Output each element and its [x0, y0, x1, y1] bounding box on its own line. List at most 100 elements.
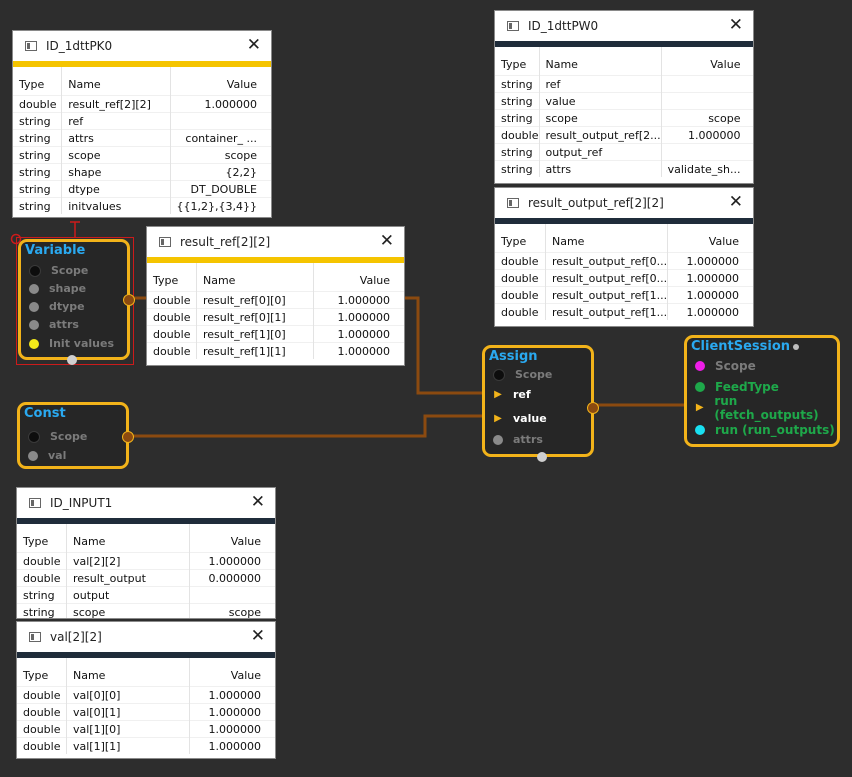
table-row[interactable]: doubleresult_ref[1][1]1.000000	[147, 343, 404, 360]
table-row[interactable]: stringoutput	[17, 587, 275, 604]
cell-name: result_output_ref[0...	[546, 253, 668, 270]
table-row[interactable]: doubleval[1][0]1.000000	[17, 721, 275, 738]
cell-value: 1.000000	[314, 292, 405, 309]
port-dot-icon	[29, 284, 39, 294]
cell-value: 1.000000	[661, 127, 754, 144]
port-ref[interactable]: ▶ref	[493, 388, 531, 402]
port-scope[interactable]: Scope	[29, 264, 88, 278]
table-row[interactable]: stringinitvalues{{1,2},{3,4}}	[13, 198, 271, 215]
table-row[interactable]: stringscopescope	[17, 604, 275, 620]
cell-type: string	[13, 130, 62, 147]
cell-name: val[0][1]	[67, 704, 190, 721]
port-value[interactable]: ▶value	[493, 412, 547, 426]
cell-value: 1.000000	[314, 309, 405, 326]
table-row[interactable]: doubleresult_output_ref[1...1.000000	[495, 304, 753, 321]
cell-value: 1.000000	[170, 96, 271, 113]
port-dot-icon	[29, 339, 39, 349]
table-row[interactable]: stringoutput_ref	[495, 144, 754, 161]
table-row[interactable]: stringshape{2,2}	[13, 164, 271, 181]
node-variable[interactable]: Variable Scope shape dtype attrs Init va…	[18, 239, 130, 360]
table-row[interactable]: doubleval[0][0]1.000000	[17, 687, 275, 704]
cell-name: attrs	[62, 130, 170, 147]
panel-title: result_output_ref[2][2]	[528, 196, 664, 210]
column-header-name: Name	[67, 524, 190, 553]
close-icon[interactable]: ✕	[729, 193, 743, 211]
table-row[interactable]: doubleresult_output_ref[1...1.000000	[495, 287, 753, 304]
close-icon[interactable]: ✕	[380, 232, 394, 250]
cell-type: string	[13, 147, 62, 164]
port-label: value	[513, 412, 547, 426]
cell-type: double	[17, 721, 67, 738]
cell-name: shape	[62, 164, 170, 181]
table-row[interactable]: doubleresult_ref[0][0]1.000000	[147, 292, 404, 309]
table-row[interactable]: doubleval[1][1]1.000000	[17, 738, 275, 755]
table-row[interactable]: stringref	[495, 76, 754, 93]
port-attrs[interactable]: attrs	[29, 318, 79, 332]
cell-value: {{1,2},{3,4}}	[170, 198, 271, 215]
table-row[interactable]: doubleresult_output_ref[0...1.000000	[495, 253, 753, 270]
port-label: Scope	[515, 368, 552, 382]
close-icon[interactable]: ✕	[251, 627, 265, 645]
port-feedtype[interactable]: FeedType	[695, 380, 779, 394]
port-run-run-outputs[interactable]: run (run_outputs)	[695, 423, 835, 437]
port-attrs[interactable]: attrs	[493, 433, 543, 447]
port-dot-icon	[29, 320, 39, 330]
output-port-icon[interactable]	[587, 402, 599, 414]
port-run-fetch-outputs[interactable]: ▶run (fetch_outputs)	[695, 401, 837, 415]
port-val[interactable]: val	[28, 449, 66, 463]
bottom-handle-icon[interactable]	[537, 452, 547, 462]
table-row[interactable]: doubleresult_output0.000000	[17, 570, 275, 587]
output-port-icon[interactable]	[122, 431, 134, 443]
node-title: Variable	[25, 243, 85, 258]
node-assign[interactable]: Assign Scope ▶ref ▶value attrs	[482, 345, 594, 457]
port-scope[interactable]: Scope	[695, 359, 756, 373]
cell-type: double	[17, 570, 67, 587]
cell-type: double	[17, 553, 67, 570]
table-row[interactable]: stringref	[13, 113, 271, 130]
table-row[interactable]: stringscopescope	[495, 110, 754, 127]
table-row[interactable]: stringattrsvalidate_sh...	[495, 161, 754, 178]
close-icon[interactable]: ✕	[251, 493, 265, 511]
panel-id-input1[interactable]: ID_INPUT1✕ TypeNameValue doubleval[2][2]…	[16, 487, 276, 619]
panel-id-1dttpk0[interactable]: ID_1dttPK0✕ TypeNameValue doubleresult_r…	[12, 30, 272, 218]
port-init-values[interactable]: Init values	[29, 337, 114, 351]
panel-result-ref[interactable]: result_ref[2][2]✕ TypeNameValue doublere…	[146, 226, 405, 366]
close-icon[interactable]: ✕	[729, 16, 743, 34]
port-shape[interactable]: shape	[29, 282, 86, 296]
node-client-session[interactable]: ClientSession Scope FeedType ▶run (fetch…	[684, 335, 840, 447]
bottom-handle-icon[interactable]	[67, 355, 77, 365]
cell-name: result_ref[1][1]	[197, 343, 314, 360]
port-scope[interactable]: Scope	[493, 368, 552, 382]
table-row[interactable]: stringscopescope	[13, 147, 271, 164]
column-header-type: Type	[17, 658, 67, 687]
panel-result-output-ref[interactable]: result_output_ref[2][2]✕ TypeNameValue d…	[494, 187, 754, 327]
cell-name: ref	[62, 113, 170, 130]
cell-type: string	[495, 110, 539, 127]
table-row[interactable]: doubleresult_ref[0][1]1.000000	[147, 309, 404, 326]
port-dtype[interactable]: dtype	[29, 300, 85, 314]
port-scope[interactable]: Scope	[28, 430, 87, 444]
cell-type: string	[13, 181, 62, 198]
panel-id-1dttpw0[interactable]: ID_1dttPW0✕ TypeNameValue stringref stri…	[494, 10, 754, 184]
table-row[interactable]: doubleresult_ref[1][0]1.000000	[147, 326, 404, 343]
column-header-value: Value	[668, 224, 753, 253]
table-row[interactable]: doubleval[0][1]1.000000	[17, 704, 275, 721]
table-row[interactable]: stringattrscontainer_ ...	[13, 130, 271, 147]
cell-value: 1.000000	[668, 287, 753, 304]
cell-type: double	[495, 127, 539, 144]
table-row[interactable]: stringdtypeDT_DOUBLE	[13, 181, 271, 198]
cell-value: 1.000000	[190, 721, 276, 738]
window-icon	[507, 198, 519, 208]
table-row[interactable]: doubleresult_ref[2][2]1.000000	[13, 96, 271, 113]
close-icon[interactable]: ✕	[247, 36, 261, 54]
cell-value: 1.000000	[190, 553, 276, 570]
node-const[interactable]: Const Scope val	[17, 402, 129, 469]
table-row[interactable]: doubleresult_output_ref[2...1.000000	[495, 127, 754, 144]
cell-value: 1.000000	[314, 343, 405, 360]
table-row[interactable]: doubleresult_output_ref[0...1.000000	[495, 270, 753, 287]
cell-value	[190, 587, 276, 604]
table-row[interactable]: stringvalue	[495, 93, 754, 110]
output-port-icon[interactable]	[123, 294, 135, 306]
panel-val[interactable]: val[2][2]✕ TypeNameValue doubleval[0][0]…	[16, 621, 276, 759]
table-row[interactable]: doubleval[2][2]1.000000	[17, 553, 275, 570]
